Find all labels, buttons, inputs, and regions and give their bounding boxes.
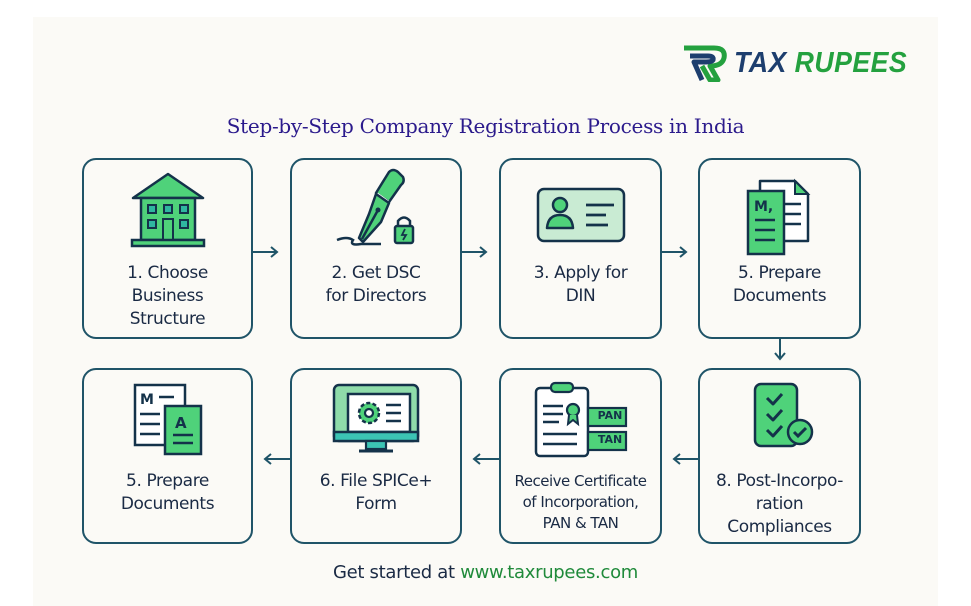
svg-text:M: M xyxy=(140,392,154,408)
pen-lock-icon xyxy=(336,168,415,246)
moa-aoa-documents-icon: M A xyxy=(133,383,202,456)
arrow-down-icon xyxy=(774,339,786,361)
step-card-3: 3. Apply for DIN xyxy=(499,158,662,339)
arrow-right-icon xyxy=(662,246,688,258)
step-label: 5. Prepare Documents xyxy=(700,262,859,308)
checklist-icon xyxy=(753,382,813,448)
step-label: Receive Certificate of Incorporation, PA… xyxy=(501,471,660,534)
step-card-1: 1. Choose Business Structure xyxy=(82,158,253,339)
svg-text:A: A xyxy=(175,414,187,432)
computer-gear-icon xyxy=(332,383,420,453)
id-card-icon xyxy=(536,187,625,243)
step-label: 2. Get DSC for Directors xyxy=(292,262,460,308)
step-label: 1. Choose Business Structure xyxy=(84,262,251,331)
step-card-7: PAN TAN Receive Certificate of Incorpora… xyxy=(499,368,662,544)
brand-name-rupees: RUPEES xyxy=(794,46,908,79)
brand-logo: TAX RUPEES xyxy=(682,44,922,82)
step-label-line: Form xyxy=(355,494,397,514)
certificate-pan-tan-icon xyxy=(534,381,627,458)
step-label-line: 3. Apply for xyxy=(533,263,628,283)
step-label-line: 2. Get DSC xyxy=(331,263,421,283)
pan-badge: PAN xyxy=(597,409,623,422)
step-label-line: 8. Post-Incorpo- xyxy=(715,471,844,491)
step-label-line: 1. Choose xyxy=(127,263,208,283)
step-label-line: PAN & TAN xyxy=(542,514,619,532)
step-label: 6. File SPICe+ Form xyxy=(292,470,460,516)
brand-name-tax: TAX xyxy=(734,46,787,79)
arrow-left-icon xyxy=(472,453,499,465)
step-label-line: Structure xyxy=(129,309,206,329)
arrow-right-icon xyxy=(462,246,488,258)
step-label-line: DIN xyxy=(565,286,596,306)
step-label: 8. Post-Incorpo- ration Compliances xyxy=(700,470,859,539)
step-label: 3. Apply for DIN xyxy=(501,262,660,308)
footer-prefix: Get started at xyxy=(332,562,461,583)
step-card-6: 6. File SPICe+ Form xyxy=(290,368,462,544)
building-icon xyxy=(130,172,205,248)
step-card-2: 2. Get DSC for Directors xyxy=(290,158,462,339)
arrow-right-icon xyxy=(253,246,279,258)
brand-name: TAX RUPEES xyxy=(734,47,907,80)
svg-text:M,: M, xyxy=(754,199,773,215)
tax-rupees-r-logo-icon xyxy=(684,45,727,82)
step-label-line: Compliances xyxy=(727,517,832,537)
step-card-5: M A 5. Prepare Documents xyxy=(82,368,253,544)
step-label-line: ration xyxy=(755,494,804,514)
step-label-line: 6. File SPICe+ xyxy=(319,471,433,491)
step-label-line: Documents xyxy=(732,286,827,306)
step-label-line: Receive Certificate xyxy=(514,472,647,490)
step-label-line: 5. Prepare xyxy=(126,471,209,491)
step-card-8: 8. Post-Incorpo- ration Compliances xyxy=(698,368,861,544)
footer-cta: Get started at www.taxrupees.com xyxy=(0,562,971,583)
step-label-line: for Directors xyxy=(325,286,427,306)
documents-icon: M, xyxy=(746,178,810,256)
step-label-line: Business xyxy=(131,286,204,306)
arrow-left-icon xyxy=(672,453,698,465)
arrow-left-icon xyxy=(263,453,290,465)
step-label-line: Documents xyxy=(120,494,215,514)
step-label: 5. Prepare Documents xyxy=(84,470,251,516)
step-card-4: M, 5. Prepare Documents xyxy=(698,158,861,339)
website-link[interactable]: www.taxrupees.com xyxy=(460,562,639,583)
tan-badge: TAN xyxy=(597,433,623,446)
step-label-line: of Incorporation, xyxy=(522,493,639,511)
page-title: Step-by-Step Company Registration Proces… xyxy=(226,114,745,138)
step-label-line: 5. Prepare xyxy=(738,263,821,283)
